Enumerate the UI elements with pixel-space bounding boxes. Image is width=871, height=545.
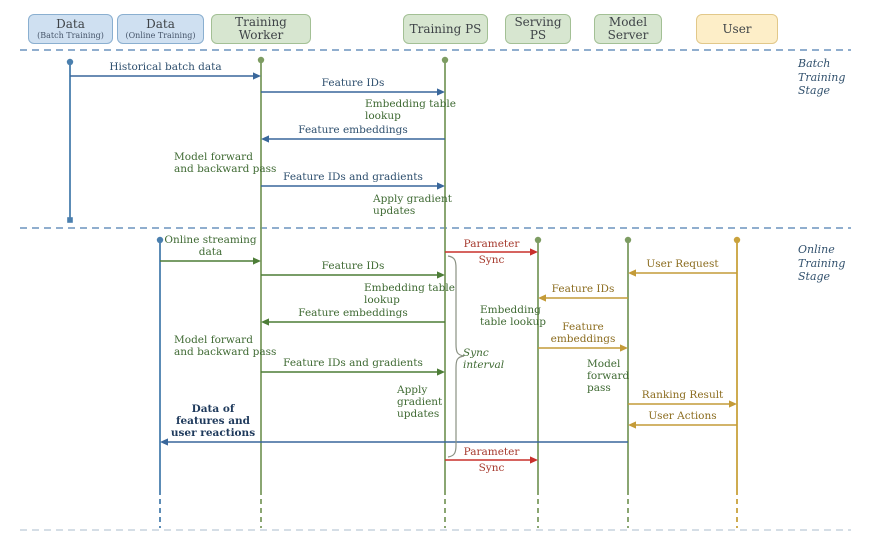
- actor-training-worker: Training Worker: [211, 14, 311, 44]
- actor-title-training-worker: Training Worker: [235, 15, 287, 42]
- label-user-request: User Request: [646, 258, 719, 270]
- label-feature-embeddings-batch: Feature embeddings: [298, 124, 408, 136]
- note-apply-gradient-updates-online: Apply gradient updates: [397, 384, 443, 420]
- arrowhead-feature-embeddings-batch: [261, 135, 269, 143]
- arrowhead-user-actions: [628, 421, 636, 429]
- stage-label-online-training-stage: Online Training Stage: [798, 243, 846, 283]
- arrowhead-data-of-features-and-user-reactions: [160, 438, 168, 446]
- note-apply-gradient-updates-batch: Apply gradient updates: [373, 193, 452, 217]
- label-feature-ids-and-gradients-batch: Feature IDs and gradients: [283, 171, 423, 183]
- arrowhead-online-streaming-data: [253, 257, 261, 265]
- note-embedding-table-lookup-online: Embedding table lookup: [364, 282, 455, 306]
- note-model-forward-backward-online: Model forward and backward pass: [174, 334, 277, 358]
- arrowhead-feature-ids-and-gradients-batch: [437, 182, 445, 190]
- lifeline-start-dot-model-server: [624, 236, 632, 244]
- label-parameter-sync-2-bottom: Sync: [478, 462, 505, 474]
- stage-label-batch-training-stage: Batch Training Stage: [798, 57, 846, 97]
- note-model-forward-backward-batch: Model forward and backward pass: [174, 151, 277, 175]
- label-feature-ids-online: Feature IDs: [321, 260, 385, 272]
- label-parameter-sync-2-top: Parameter: [463, 446, 520, 458]
- arrowhead-parameter-sync-2: [530, 456, 538, 464]
- arrowhead-feature-embeddings-serving: [620, 344, 628, 352]
- actor-user: User: [696, 14, 778, 44]
- arrowhead-feature-ids-batch: [437, 88, 445, 96]
- lifeline-start-dot-data-online: [156, 236, 164, 244]
- lifeline-start-dot-training-ps: [441, 56, 449, 64]
- note-sync-interval: Sync interval: [463, 347, 505, 371]
- actor-training-ps: Training PS: [403, 14, 488, 44]
- label-parameter-sync-1-top: Parameter: [463, 238, 520, 250]
- label-feature-embeddings-online: Feature embeddings: [298, 307, 408, 319]
- actor-title-model-server: Model Server: [607, 15, 649, 42]
- actor-subtitle-data-online: (Online Training): [125, 31, 196, 40]
- actor-data-online: Data(Online Training): [117, 14, 204, 44]
- arrowhead-feature-ids-online: [437, 271, 445, 279]
- arrowhead-user-request: [628, 269, 636, 277]
- actor-title-data-online: Data: [146, 17, 175, 31]
- lifeline-start-dot-serving-ps: [534, 236, 542, 244]
- actor-title-user: User: [722, 21, 752, 36]
- note-embedding-table-lookup-batch: Embedding table lookup: [365, 98, 456, 122]
- label-ranking-result: Ranking Result: [641, 389, 724, 401]
- actor-title-serving-ps: Serving PS: [514, 15, 562, 42]
- arrowhead-feature-embeddings-online: [261, 318, 269, 326]
- arrowhead-historical-batch-data: [253, 72, 261, 80]
- arrowhead-parameter-sync-1: [530, 248, 538, 256]
- actor-model-server: Model Server: [594, 14, 662, 44]
- arrowhead-feature-ids-and-gradients-online: [437, 368, 445, 376]
- actor-title-data-batch: Data: [56, 17, 85, 31]
- label-feature-ids-serving: Feature IDs: [551, 283, 615, 295]
- label-parameter-sync-1-bottom: Sync: [478, 254, 505, 266]
- label-online-streaming-data: Online streaming data: [164, 234, 257, 258]
- lifeline-end-cap-data-batch: [67, 217, 73, 223]
- label-data-of-features-and-user-reactions: Data of features and user reactions: [170, 403, 256, 439]
- lifeline-start-dot-data-batch: [66, 58, 74, 66]
- label-feature-ids-and-gradients-online: Feature IDs and gradients: [283, 357, 423, 369]
- actor-subtitle-data-batch: (Batch Training): [37, 31, 104, 40]
- note-embedding-table-lookup-serving: Embedding table lookup: [480, 304, 546, 328]
- actor-serving-ps: Serving PS: [505, 14, 571, 44]
- arrowhead-feature-ids-serving: [538, 294, 546, 302]
- label-feature-embeddings-serving: Feature embeddings: [550, 321, 616, 345]
- actor-title-training-ps: Training PS: [409, 21, 482, 36]
- arrowhead-ranking-result: [729, 400, 737, 408]
- label-user-actions: User Actions: [648, 410, 717, 422]
- lifeline-start-dot-user: [733, 236, 741, 244]
- actor-data-batch: Data(Batch Training): [28, 14, 113, 44]
- sync-interval-brace: [447, 255, 465, 458]
- lifeline-start-dot-training-worker: [257, 56, 265, 64]
- label-historical-batch-data: Historical batch data: [109, 61, 222, 73]
- note-model-forward-pass: Model forward pass: [587, 358, 630, 394]
- label-feature-ids-batch: Feature IDs: [321, 77, 385, 89]
